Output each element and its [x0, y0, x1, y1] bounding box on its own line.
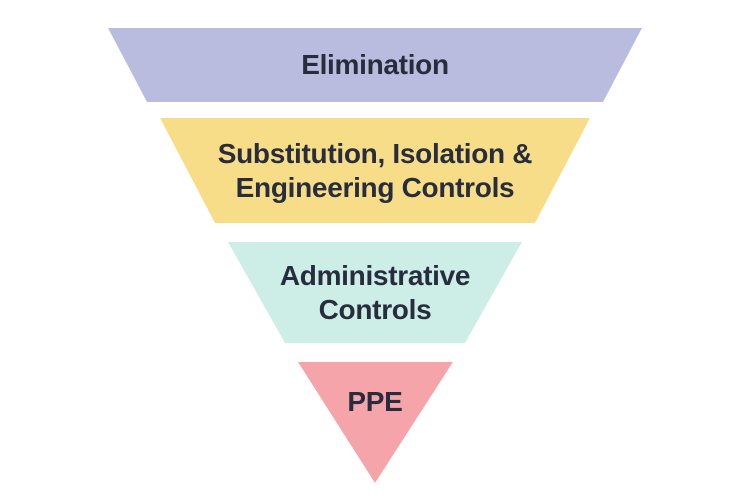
funnel-level-administrative-controls: Administrative Controls	[228, 242, 522, 343]
funnel-level-ppe: PPE	[298, 362, 453, 483]
funnel-level-substitution-label-line1: Substitution, Isolation &	[217, 137, 533, 169]
funnel-level-substitution-label-line2: Engineering Controls	[235, 171, 515, 203]
funnel-level-elimination: Elimination	[108, 28, 642, 102]
funnel-level-substitution-isolation-engineering: Substitution, Isolation & Engineering Co…	[160, 118, 590, 223]
funnel-level-administrative-label-line1: Administrative	[279, 259, 471, 291]
funnel-level-elimination-label: Elimination	[301, 49, 449, 80]
funnel-level-administrative-label-line2: Controls	[318, 293, 432, 325]
funnel-level-ppe-label: PPE	[347, 386, 403, 417]
